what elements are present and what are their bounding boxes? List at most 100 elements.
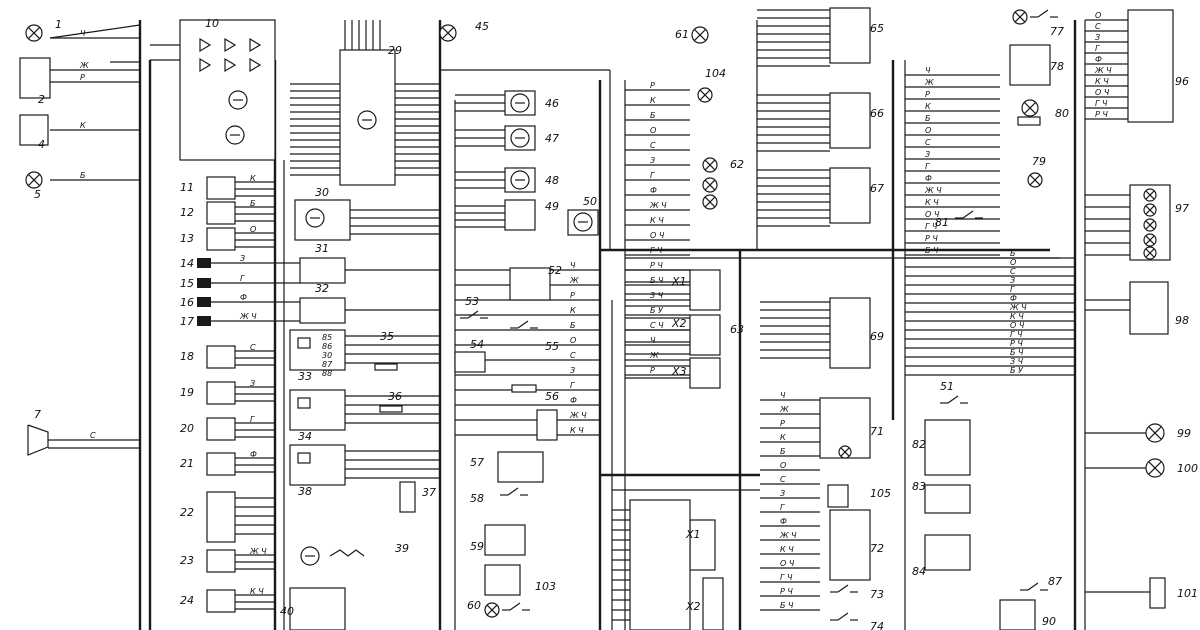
wire-color-code: Р [650,366,655,375]
wire-color-code: Г Ч [1010,330,1023,339]
motor-icon [510,128,530,148]
plug-icon [197,297,211,307]
wire-color-code: Б У [650,306,664,315]
component-number-label: 66 [870,107,884,120]
wire-color-code: Ж Ч [249,547,267,556]
relay-housing [289,329,346,371]
motor-icon [510,93,530,113]
wire-color-code: К [650,96,656,105]
lamp-icon [1021,99,1039,117]
connector-housing [702,577,724,630]
component-number-label: 104 [705,67,726,80]
lamp-icon [697,87,713,103]
sensor-housing [206,491,236,543]
wire-color-code: К [80,121,86,130]
wire-layer [23,9,1153,630]
lamp-icon [1145,458,1165,478]
wire-color-code: Р Ч [1095,110,1108,119]
resistor-icon [374,363,398,371]
wire-color-code: С [1095,22,1101,31]
component-number-label: 17 [180,315,194,328]
wire-color-code: О [1095,11,1101,20]
wire-color-code: Ч [780,391,786,400]
component-number-label: 69 [870,330,884,343]
wire-color-code: Г [925,162,930,171]
wire-color-code: Ж Ч [779,531,797,540]
component-number-label: 33 [298,370,312,383]
component-number-label: 37 [422,486,436,499]
wire-color-code: З Ч [1010,357,1024,366]
lamp-group-housing [829,92,871,149]
component-number-label: 50 [583,195,597,208]
wire-color-code: К [780,433,786,442]
wire-color-code: Б Ч [780,601,794,610]
wire-color-code: Ф [250,450,257,459]
wire-color-code: С Ч [650,321,664,330]
lamp-icon [25,171,43,189]
component-number-label: 29 [388,44,402,57]
wire-color-code: К [250,174,256,183]
wire-color-code: Г [240,274,245,283]
relay-pin-label: 85 [322,333,332,342]
wire-color-code: О Ч [780,559,795,568]
motor-icon [228,90,248,110]
component-number-label: 53 [465,295,479,308]
wire-color-code: О Ч [1095,88,1110,97]
wire-color-code: Ж Ч [239,312,257,321]
wire-color-code: Ж [649,351,659,360]
wire-color-code: Р [80,73,85,82]
wire-color-code: Р [650,81,655,90]
wire-color-code: К Ч [250,587,264,596]
headlamp-housing [19,114,49,146]
component-number-label: 99 [1177,427,1191,440]
component-number-label: 36 [388,390,402,403]
component-number-label: 5 [34,188,41,201]
wire-color-code: Г [780,503,785,512]
wire-color-code: О Ч [1010,321,1025,330]
component-number-label: 65 [870,22,884,35]
wire-color-code: Ч [80,29,86,38]
component-number-label: 31 [315,242,329,255]
component-number-label: 21 [180,457,194,470]
wire-color-code: З [1095,33,1100,42]
wire-color-code: К Ч [780,545,794,554]
diode-icon [224,37,237,53]
component-number-label: 84 [912,565,926,578]
switch-icon [955,210,983,219]
wire-color-code: Ж Ч [1009,303,1027,312]
switch-housing [827,484,849,508]
component-number-label: 40 [280,605,294,618]
wire-color-code: К Ч [1010,312,1024,321]
wire-color-code: Б Ч [1010,348,1024,357]
component-number-label: 74 [870,620,884,630]
wire-color-code: О [570,336,576,345]
connector-label: X3 [671,365,687,378]
component-number-label: 39 [395,542,409,555]
sensor-housing [454,351,486,373]
component-number-label: 80 [1055,107,1069,120]
sensor-housing [206,381,236,405]
wire-color-code: О [925,126,931,135]
resistor-icon [379,405,403,413]
wire-color-code: Ж [79,61,89,70]
wire-color-code: С [650,141,656,150]
component-number-label: 78 [1050,60,1064,73]
connector-label: X2 [685,600,701,613]
component-number-label: 22 [180,506,194,519]
component-number-label: 90 [1042,615,1056,628]
module-housing [484,524,526,556]
motor-icon [357,110,377,130]
sensor-housing [206,345,236,369]
switch-block-housing [924,419,971,476]
wire-color-code: Ф [570,396,577,405]
wire-color-code: Ж [924,78,934,87]
lamp-icon [838,445,852,459]
component-number-label: 97 [1175,202,1189,215]
diode-icon [224,57,237,73]
lamp-icon [439,24,457,42]
connector-housing [689,314,721,356]
component-number-label: 51 [940,380,954,393]
sensor-housing [206,201,236,225]
wire-color-code: З [1010,276,1015,285]
plug-icon [197,258,211,268]
